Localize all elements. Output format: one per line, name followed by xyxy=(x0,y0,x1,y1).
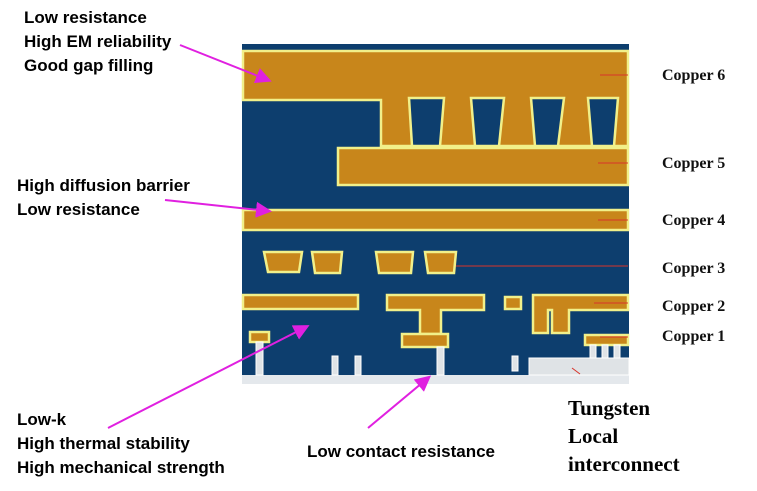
annotation-line: Low resistance xyxy=(24,8,147,27)
annotation-arrows xyxy=(107,44,432,429)
annotation-copper-properties: Low resistance High EM reliability Good … xyxy=(24,6,171,78)
annotation-line: Good gap filling xyxy=(24,56,154,75)
annotation-line: High diffusion barrier xyxy=(17,176,190,195)
annotation-line: Local xyxy=(568,424,619,448)
copper6-layer xyxy=(241,49,630,148)
annotation-line: Tungsten xyxy=(568,396,651,420)
copper3-layer xyxy=(262,250,458,275)
annotation-dielectric-properties: Low-k High thermal stability High mechan… xyxy=(17,408,225,480)
layer-label-copper1: Copper 1 xyxy=(662,328,726,345)
copper4-layer xyxy=(241,208,630,232)
layer-label-copper4: Copper 4 xyxy=(662,212,726,229)
tungsten-contacts xyxy=(255,341,630,376)
layer-label-copper2: Copper 2 xyxy=(662,298,726,315)
annotation-line: interconnect xyxy=(568,452,680,476)
annotation-line: High mechanical strength xyxy=(17,458,225,477)
annotation-line: High thermal stability xyxy=(17,434,190,453)
substrate-strip xyxy=(242,375,629,384)
annotation-line: Low-k xyxy=(17,410,67,429)
copper-label-leaders xyxy=(456,74,628,375)
annotation-line: Low resistance xyxy=(17,200,140,219)
annotation-contact: Low contact resistance xyxy=(307,442,496,461)
annotation-tungsten: Tungsten Local interconnect xyxy=(568,394,680,478)
layer-label-copper5: Copper 5 xyxy=(662,155,726,172)
layer-label-copper6: Copper 6 xyxy=(662,67,726,84)
layer-label-copper3: Copper 3 xyxy=(662,260,726,277)
annotation-barrier-properties: High diffusion barrier Low resistance xyxy=(17,174,190,222)
annotation-line: High EM reliability xyxy=(24,32,172,51)
copper5-layer xyxy=(336,146,630,187)
